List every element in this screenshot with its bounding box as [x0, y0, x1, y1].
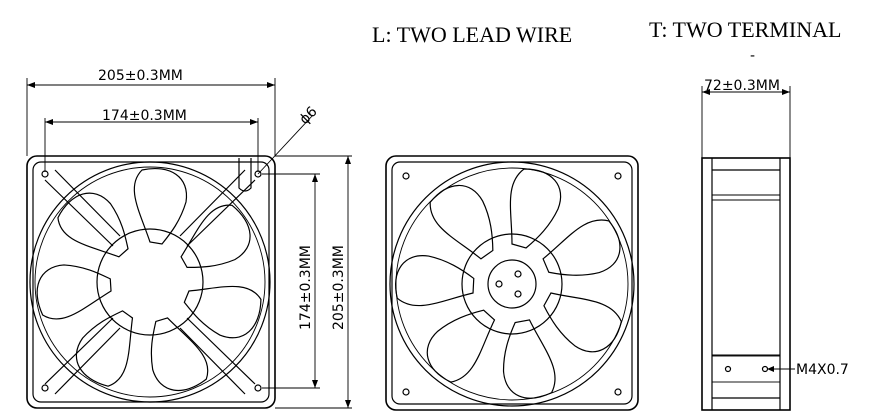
dim-hole-spacing-width: 174±0.3MM: [102, 108, 187, 124]
title-terminal: T: TWO TERMINAL: [649, 17, 841, 42]
front-view-terminal: [385, 155, 639, 411]
dim-hole-spacing-height: 174±0.3MM: [298, 245, 314, 330]
dim-overall-height: 205±0.3MM: [331, 245, 347, 330]
dim-depth: 72±0.3MM: [704, 78, 780, 94]
title-lead-wire: L: TWO LEAD WIRE: [372, 22, 572, 47]
dim-overall-width: 205±0.3MM: [98, 68, 183, 84]
dim-terminal-screw: M4X0.7: [796, 362, 849, 378]
side-view: 72±0.3MM M4X0.7: [701, 78, 849, 411]
front-view-lead-wire: 205±0.3MM 174±0.3MM ϕ6 174±0.3MM 205±0.3…: [26, 68, 352, 409]
terminal-mark: -: [750, 48, 755, 64]
dim-hole-diameter: ϕ6: [297, 104, 321, 128]
